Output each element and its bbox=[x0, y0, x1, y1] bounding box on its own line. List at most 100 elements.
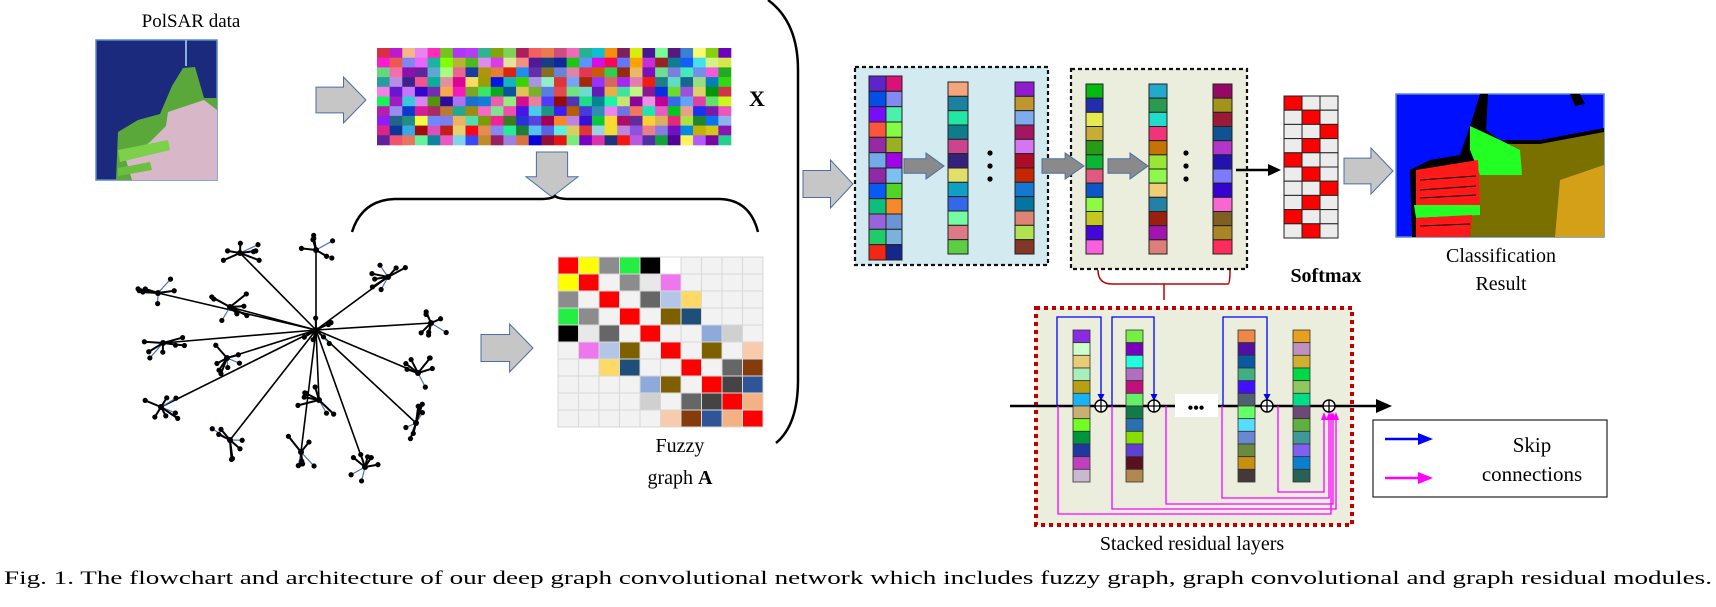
graph-node bbox=[328, 320, 334, 326]
fuzzy-matrix-cell bbox=[619, 324, 641, 343]
graph-edge bbox=[223, 252, 241, 262]
x-matrix-cell bbox=[566, 96, 580, 107]
residual-column-cell bbox=[1072, 468, 1091, 483]
fuzzy-matrix-cell bbox=[680, 409, 702, 428]
x-matrix-cell bbox=[642, 77, 656, 88]
fuzzy-matrix-cell bbox=[557, 256, 579, 275]
x-matrix-cell bbox=[617, 125, 631, 136]
softmax-cell bbox=[1301, 152, 1321, 168]
fuzzy-matrix-cell bbox=[721, 290, 743, 309]
skip-connection-blue bbox=[1222, 316, 1268, 406]
softmax-cell bbox=[1283, 152, 1303, 168]
x-matrix-cell bbox=[377, 96, 390, 107]
magenta-arrowhead-icon bbox=[1326, 412, 1332, 420]
x-matrix-cell bbox=[503, 67, 517, 78]
softmax-cell bbox=[1319, 194, 1339, 211]
graph-node bbox=[358, 451, 364, 458]
residual-column-cell bbox=[1292, 342, 1311, 356]
fuzzy-matrix-cell bbox=[598, 375, 620, 394]
x-matrix-cell bbox=[452, 86, 466, 97]
x-matrix-cell bbox=[579, 135, 593, 146]
graph-node bbox=[372, 276, 378, 282]
residual-layer-cell bbox=[1212, 111, 1233, 128]
x-matrix-cell bbox=[629, 57, 643, 68]
skip-connection-magenta bbox=[1165, 406, 1334, 505]
arrow-to-gcn bbox=[802, 158, 854, 210]
x-matrix-cell bbox=[642, 48, 656, 58]
residual-column-cell bbox=[1125, 392, 1144, 407]
x-matrix-cell bbox=[642, 106, 656, 117]
graph-node bbox=[403, 424, 409, 431]
residual-layer-cell bbox=[1212, 239, 1233, 255]
graph-edge bbox=[226, 329, 317, 359]
fuzzy-matrix-cell bbox=[578, 273, 600, 292]
residual-column-cell bbox=[1072, 380, 1091, 394]
gcn-input-cell bbox=[885, 75, 903, 92]
fuzzy-matrix-cell bbox=[557, 324, 579, 343]
graph-edge bbox=[300, 451, 315, 467]
graph-edge bbox=[229, 306, 248, 317]
graph-edge bbox=[157, 278, 171, 294]
fuzzy-matrix-cell bbox=[598, 392, 620, 411]
residual-column-cell bbox=[1125, 443, 1144, 458]
fuzzy-matrix-cell bbox=[742, 341, 764, 360]
graph-edge bbox=[229, 329, 317, 441]
graph-node bbox=[329, 238, 336, 244]
x-matrix-cell bbox=[604, 115, 618, 126]
softmax-cell bbox=[1319, 180, 1339, 196]
x-matrix-cell bbox=[554, 96, 567, 107]
gcn-input-cell bbox=[885, 244, 903, 261]
x-matrix-cell bbox=[705, 48, 719, 58]
graph-node bbox=[316, 397, 322, 403]
gcn-layer-cell bbox=[1014, 124, 1035, 140]
gcn-inner-arrow bbox=[903, 152, 945, 180]
graph-node bbox=[147, 355, 153, 361]
gcn-layer-cell bbox=[947, 167, 969, 183]
residual-column-cell bbox=[1072, 418, 1091, 432]
softmax-cell bbox=[1283, 166, 1303, 182]
gcn-input-cell bbox=[885, 228, 903, 246]
fuzzy-matrix-cell bbox=[639, 392, 661, 411]
fuzzy-matrix-cell bbox=[701, 273, 723, 292]
x-matrix-cell bbox=[503, 106, 517, 117]
fuzzy-matrix-cell bbox=[557, 409, 579, 428]
x-matrix-cell bbox=[503, 135, 517, 146]
fuzzy-matrix-cell bbox=[742, 290, 764, 309]
residual-column-cell bbox=[1237, 443, 1256, 458]
ellipsis-dot bbox=[1183, 163, 1189, 169]
fuzzy-matrix-cell bbox=[680, 375, 702, 394]
x-matrix-cell bbox=[452, 135, 466, 146]
fuzzy-matrix-cell bbox=[721, 392, 743, 411]
x-matrix-cell bbox=[516, 57, 530, 68]
x-matrix-cell bbox=[377, 125, 390, 136]
x-matrix-cell bbox=[465, 125, 479, 136]
magenta-arrowhead-icon bbox=[1321, 412, 1327, 420]
x-matrix-cell bbox=[452, 48, 466, 58]
graph-node bbox=[146, 349, 152, 355]
x-matrix-cell bbox=[718, 67, 732, 78]
x-matrix-cell bbox=[452, 96, 466, 107]
x-matrix-cell bbox=[591, 67, 605, 78]
x-matrix-cell bbox=[554, 125, 567, 136]
x-matrix-cell bbox=[414, 106, 428, 117]
graph-node bbox=[218, 371, 224, 377]
x-matrix-cell bbox=[693, 57, 707, 68]
x-matrix-cell bbox=[465, 96, 479, 107]
x-matrix-cell bbox=[591, 77, 605, 88]
x-matrix-cell bbox=[440, 96, 454, 107]
graph-edge bbox=[160, 329, 317, 408]
residual-column-cell bbox=[1072, 354, 1091, 369]
fuzzy-matrix-cell bbox=[639, 341, 661, 360]
x-matrix-cell bbox=[541, 125, 555, 136]
fuzzy-matrix-cell bbox=[619, 290, 641, 309]
softmax-cell bbox=[1283, 180, 1303, 196]
graph-edge bbox=[315, 240, 333, 251]
fuzzy-matrix-cell bbox=[742, 324, 764, 343]
graph-node bbox=[301, 394, 307, 400]
residual-column-cell bbox=[1125, 354, 1144, 369]
softmax-matrix bbox=[1283, 95, 1339, 239]
graph-node bbox=[180, 334, 186, 341]
residual-layer-cell bbox=[1148, 239, 1168, 255]
x-matrix-cell bbox=[503, 48, 517, 58]
